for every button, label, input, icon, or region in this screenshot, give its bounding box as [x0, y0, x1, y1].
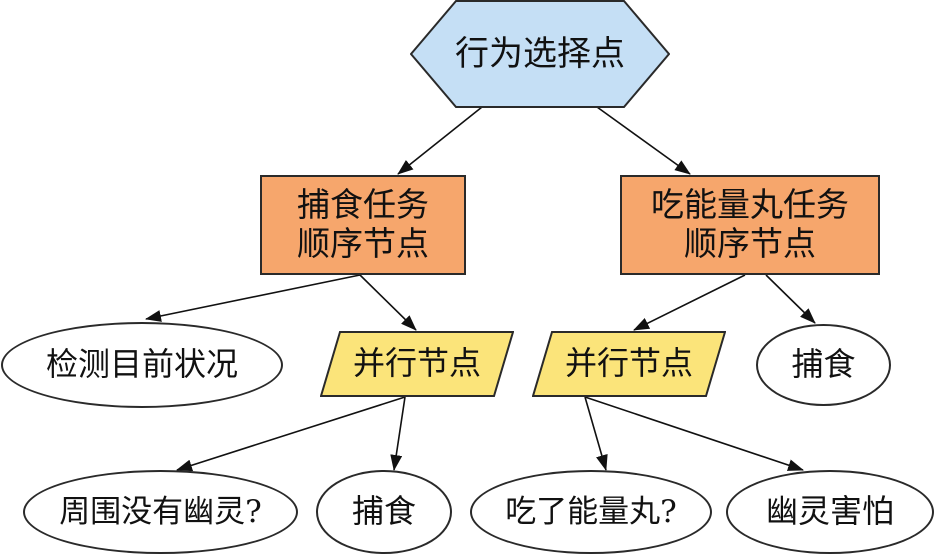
hunt-left-node: 捕食: [316, 470, 452, 554]
ghost-fear-node: 幽灵害怕: [726, 470, 934, 554]
hunt-right-node: 捕食: [756, 324, 891, 406]
ghost-fear-label: 幽灵害怕: [765, 492, 894, 531]
parallel-left-label-box: 并行节点: [320, 331, 514, 397]
root-label: 行为选择点: [455, 33, 625, 74]
no-ghost-label: 周围没有幽灵?: [59, 493, 262, 530]
edge-parallel-left-to-no-ghost: [176, 396, 406, 472]
hexagon-polygon: [410, 0, 670, 108]
root-label-box: 行为选择点: [410, 0, 670, 108]
edge-hunt-to-parallel-left: [359, 274, 417, 331]
parallelogram-polygon: [320, 331, 514, 397]
ate-pellet-node: 吃了能量丸?: [470, 470, 712, 554]
ghost-fear-label-box: 幽灵害怕: [728, 472, 932, 552]
pellet-sequence-label: 吃能量丸任务 顺序节点: [622, 177, 878, 273]
edge-root-to-hunt-sequence: [397, 106, 483, 175]
no-ghost-label-box: 周围没有幽灵?: [25, 472, 296, 552]
parallel-right-label: 并行节点: [564, 344, 693, 383]
hunt-sequence-node: 捕食任务 顺序节点: [260, 175, 466, 275]
ate-pellet-label-box: 吃了能量丸?: [472, 472, 710, 552]
ate-pellet-label: 吃了能量丸?: [505, 493, 677, 530]
parallel-left-node: 并行节点: [320, 331, 514, 397]
edge-parallel-left-to-hunt-left: [390, 396, 406, 471]
parallel-right-node: 并行节点: [532, 331, 726, 397]
hunt-sequence-line2: 顺序节点: [297, 224, 429, 263]
pellet-sequence-line1: 吃能量丸任务: [651, 185, 849, 225]
parallel-left-label: 并行节点: [352, 344, 481, 383]
parallelogram-shape: [320, 331, 514, 397]
edge-parallel-right-to-ate-pellet: [584, 396, 608, 471]
edge-pellet-to-parallel-right: [633, 274, 746, 331]
hunt-left-label: 捕食: [351, 492, 416, 531]
pellet-sequence-line2: 顺序节点: [684, 224, 816, 263]
check-status-label-box: 检测目前状况: [3, 324, 281, 406]
hunt-sequence-line1: 捕食任务: [297, 185, 429, 225]
hunt-sequence-label: 捕食任务 顺序节点: [262, 177, 464, 273]
root-hexagon-node: 行为选择点: [410, 0, 670, 108]
pellet-sequence-node: 吃能量丸任务 顺序节点: [620, 175, 880, 275]
hunt-right-label: 捕食: [791, 345, 856, 384]
edge-parallel-right-to-ghost-fear: [584, 396, 804, 471]
edge-hunt-to-check-status: [145, 274, 361, 322]
check-status-node: 检测目前状况: [1, 322, 283, 408]
parallel-right-label-box: 并行节点: [532, 331, 726, 397]
hexagon-shape: [410, 0, 670, 108]
edge-pellet-to-hunt-right: [765, 274, 816, 324]
hunt-right-label-box: 捕食: [758, 326, 889, 404]
parallelogram-shape: [532, 331, 726, 397]
no-ghost-node: 周围没有幽灵?: [23, 470, 298, 554]
parallelogram-polygon: [532, 331, 726, 397]
edge-root-to-pellet-sequence: [596, 106, 691, 175]
hunt-left-label-box: 捕食: [318, 472, 450, 552]
check-status-label: 检测目前状况: [45, 345, 238, 384]
